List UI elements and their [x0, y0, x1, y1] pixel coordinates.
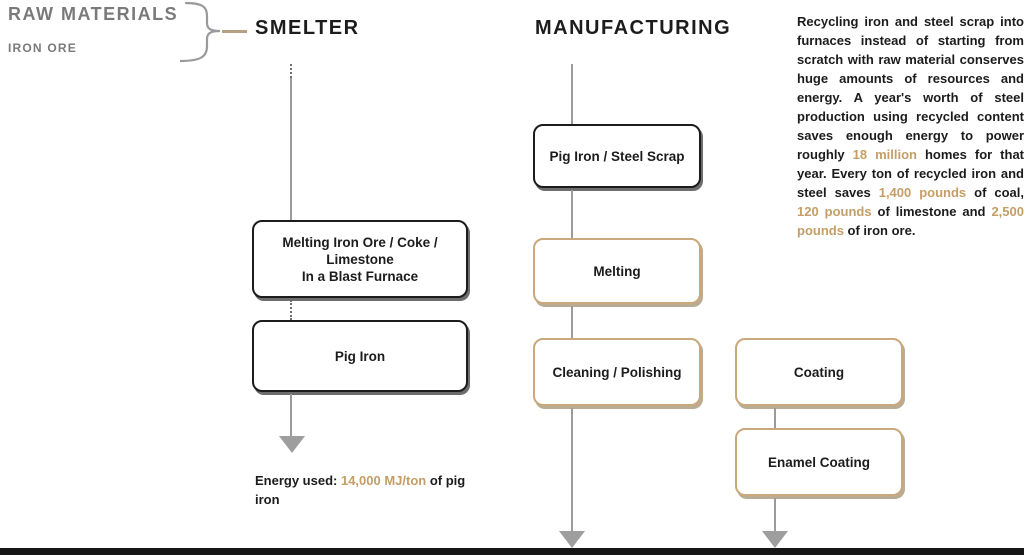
- coating-flow-line-2: [774, 498, 776, 531]
- box-cleaning-polishing-label: Cleaning / Polishing: [552, 364, 682, 380]
- smelter-flow-line-3: [290, 394, 292, 436]
- box-pig-iron-steel-scrap-label: Pig Iron / Steel Scrap: [549, 148, 685, 164]
- manufacturing-flow-line-2: [571, 190, 573, 238]
- energy-note: Energy used: 14,000 MJ/ton of pig iron: [255, 473, 466, 507]
- raw-materials-heading: RAW MATERIALS: [8, 4, 179, 24]
- curly-brace-icon: [180, 1, 221, 63]
- box-melting: Melting: [533, 238, 701, 304]
- box-coating: Coating: [735, 338, 903, 406]
- brace-connector-line: [222, 30, 247, 33]
- box-pig-iron: Pig Iron: [252, 320, 468, 392]
- manufacturing-arrow-down-icon: [559, 531, 585, 548]
- box-cleaning-polishing: Cleaning / Polishing: [533, 338, 701, 406]
- coating-arrow-down-icon: [762, 531, 788, 548]
- smelter-flow-line-1: [290, 78, 292, 220]
- bottom-bar: [0, 548, 1024, 555]
- box-melting-label: Melting: [593, 263, 641, 279]
- box-enamel-coating: Enamel Coating: [735, 428, 903, 496]
- manufacturing-flow-line-1: [571, 64, 573, 124]
- box-coating-label: Coating: [793, 364, 845, 380]
- box-pig-iron-steel-scrap: Pig Iron / Steel Scrap: [533, 124, 701, 188]
- smelter-flow-line-dotted-cap: [290, 64, 292, 78]
- recycling-note: Recycling iron and steel scrap into furn…: [797, 14, 1024, 238]
- smelter-flow-line-2: [290, 300, 292, 320]
- manufacturing-heading: MANUFACTURING: [535, 17, 732, 39]
- iron-ore-label: IRON ORE: [8, 41, 77, 55]
- box-melting-blast-furnace: Melting Iron Ore / Coke / Limestone In a…: [252, 220, 468, 298]
- manufacturing-flow-line-3: [571, 306, 573, 338]
- smelter-arrow-down-icon: [279, 436, 305, 453]
- box-pig-iron-label: Pig Iron: [334, 348, 386, 364]
- smelter-heading: SMELTER: [255, 17, 360, 39]
- manufacturing-flow-line-4: [571, 408, 573, 531]
- box-enamel-coating-label: Enamel Coating: [767, 454, 870, 470]
- coating-flow-line-1: [774, 408, 776, 428]
- box-melting-blast-furnace-label: Melting Iron Ore / Coke / Limestone In a…: [282, 234, 438, 284]
